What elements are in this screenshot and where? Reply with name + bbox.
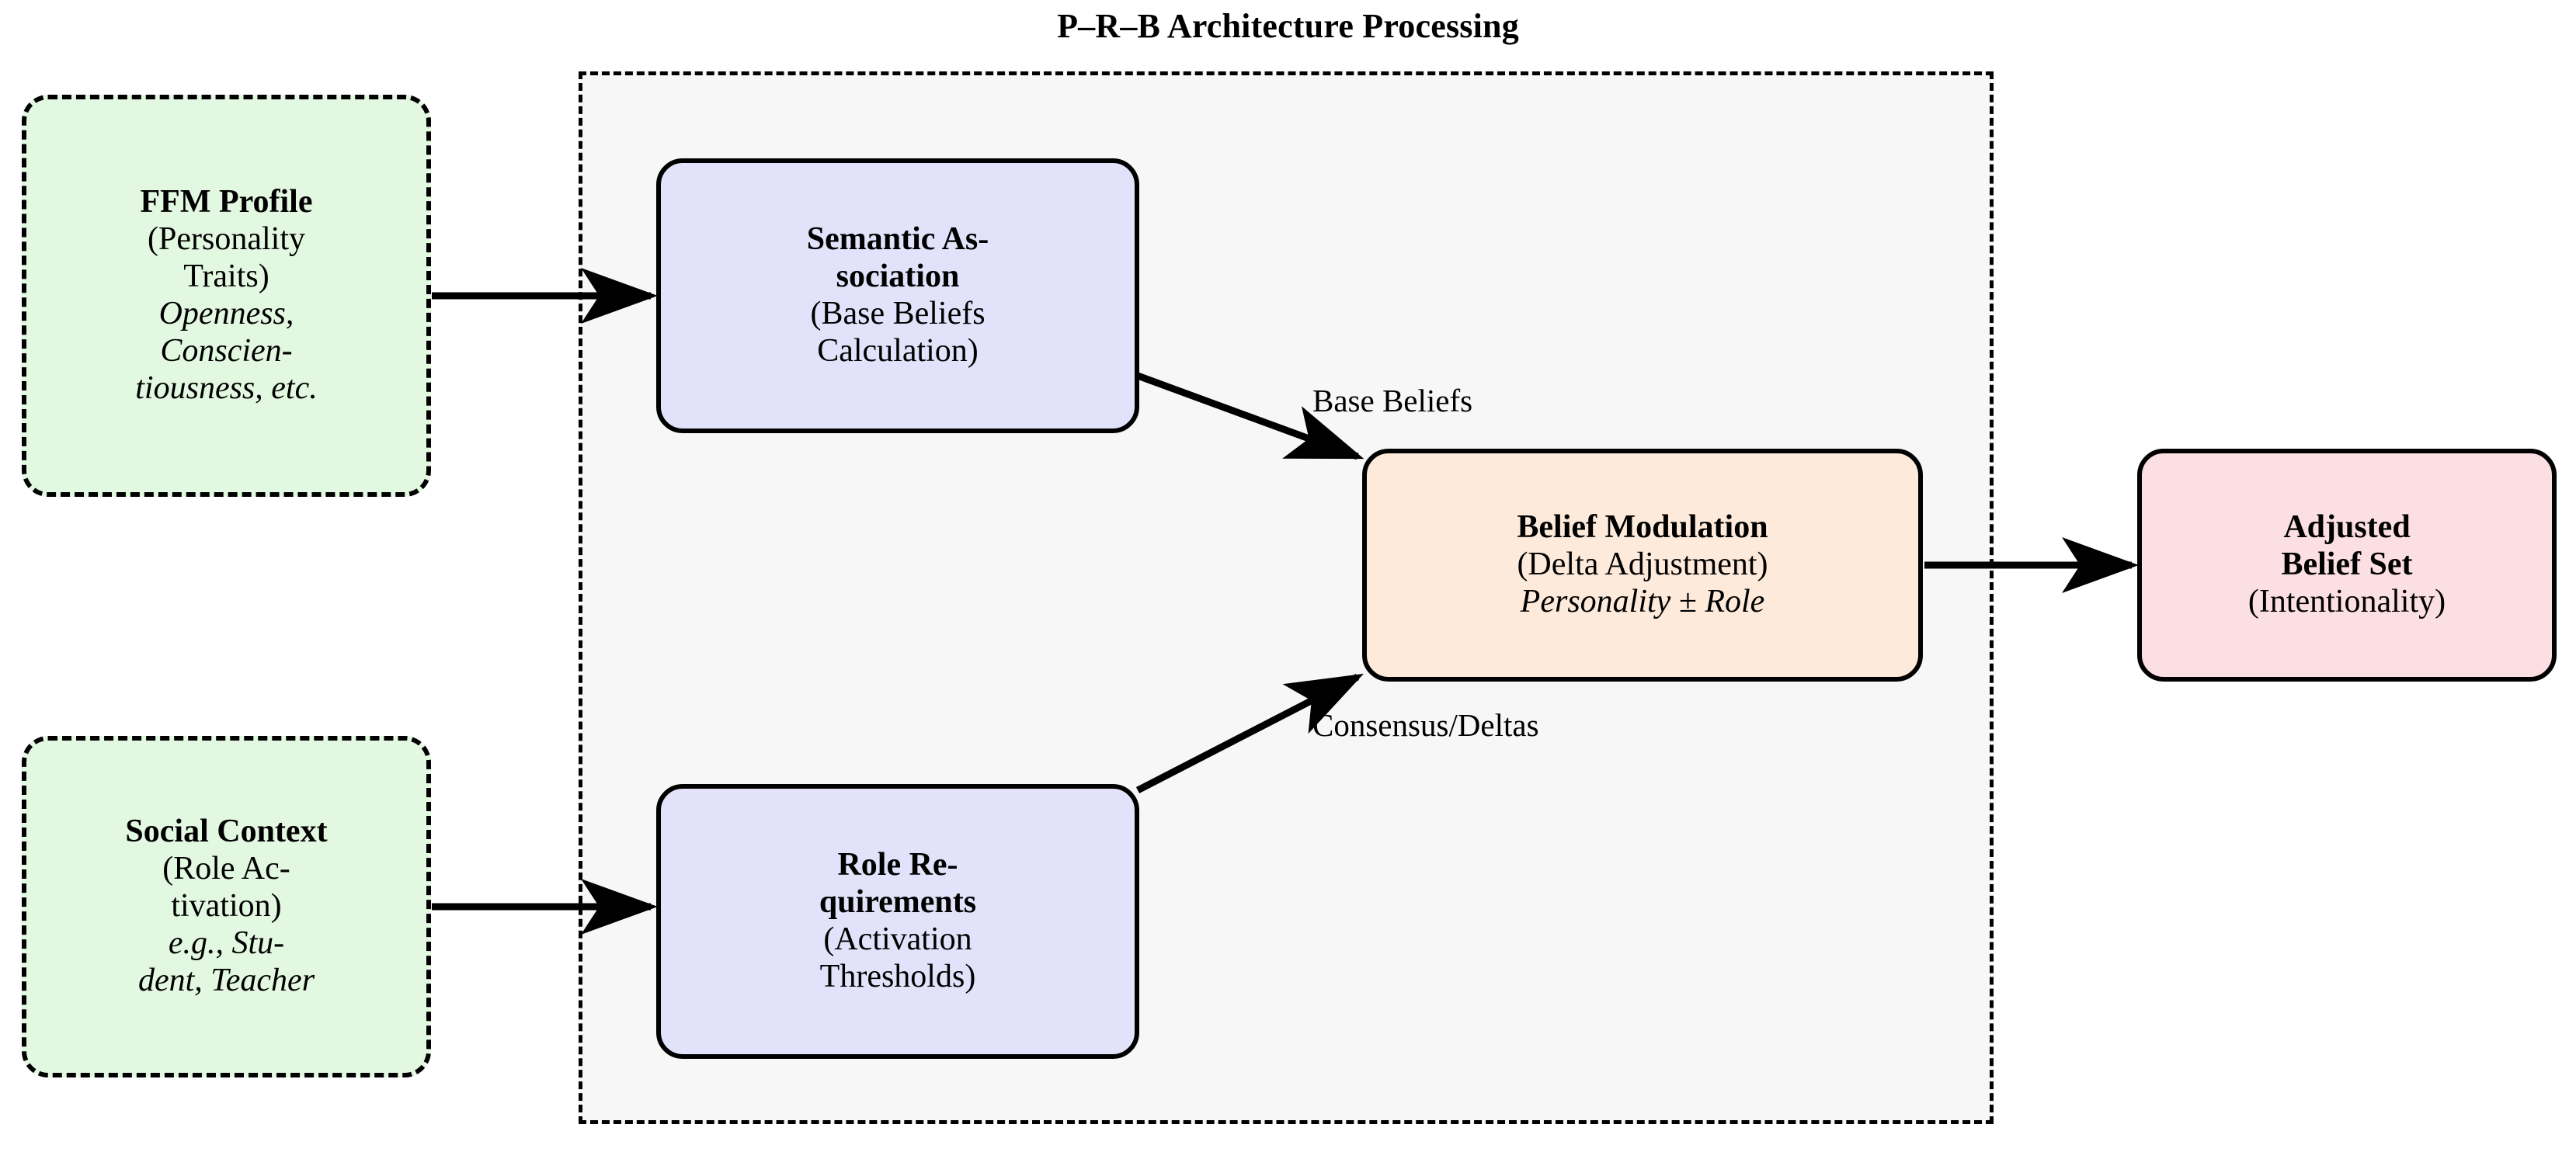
ffm-profile-example-3: tiousness, etc. [135,370,318,406]
semantic-association-title-2: sociation [836,259,960,295]
page-title: P–R–B Architecture Processing [1057,7,1519,45]
social-context-subtitle-1: (Role Ac- [162,851,290,887]
social-context-title: Social Context [125,814,328,850]
semantic-association-title-1: Semantic As- [806,221,989,258]
ffm-profile-title: FFM Profile [140,184,313,220]
role-requirements-title-2: quirements [819,884,977,921]
ffm-profile-subtitle-2: Traits) [183,259,269,295]
node-semantic-association[interactable]: Semantic As- sociation (Base Beliefs Cal… [656,158,1139,433]
node-social-context[interactable]: Social Context (Role Ac- tivation) e.g.,… [22,736,431,1077]
role-requirements-detail-1: (Activation [823,921,972,957]
ffm-profile-example-1: Openness, [158,296,294,331]
belief-modulation-detail: (Delta Adjustment) [1517,547,1768,583]
belief-modulation-title: Belief Modulation [1517,509,1768,546]
node-belief-modulation[interactable]: Belief Modulation (Delta Adjustment) Per… [1362,449,1923,682]
semantic-association-detail-1: (Base Beliefs [810,296,986,331]
node-role-requirements[interactable]: Role Re- quirements (Activation Threshol… [656,784,1139,1059]
adjusted-belief-title-2: Belief Set [2281,547,2413,583]
role-requirements-title-1: Role Re- [837,847,958,883]
adjusted-belief-detail: (Intentionality) [2247,583,2446,619]
node-ffm-profile[interactable]: FFM Profile (Personality Traits) Opennes… [22,95,431,497]
node-adjusted-belief-set[interactable]: Adjusted Belief Set (Intentionality) [2137,449,2557,682]
belief-modulation-formula: Personality ± Role [1520,583,1765,619]
social-context-subtitle-2: tivation) [171,888,282,925]
edge-label-consensus-deltas: Consensus/Deltas [1312,707,1539,743]
role-requirements-detail-2: Thresholds) [819,958,976,994]
semantic-association-detail-2: Calculation) [817,332,979,369]
adjusted-belief-title-1: Adjusted [2283,509,2411,546]
social-context-example-2: dent, Teacher [137,962,315,998]
ffm-profile-example-2: Conscien- [160,332,293,369]
edge-label-base-beliefs: Base Beliefs [1312,383,1473,418]
ffm-profile-subtitle-1: (Personality [148,221,305,258]
social-context-example-1: e.g., Stu- [168,925,285,961]
